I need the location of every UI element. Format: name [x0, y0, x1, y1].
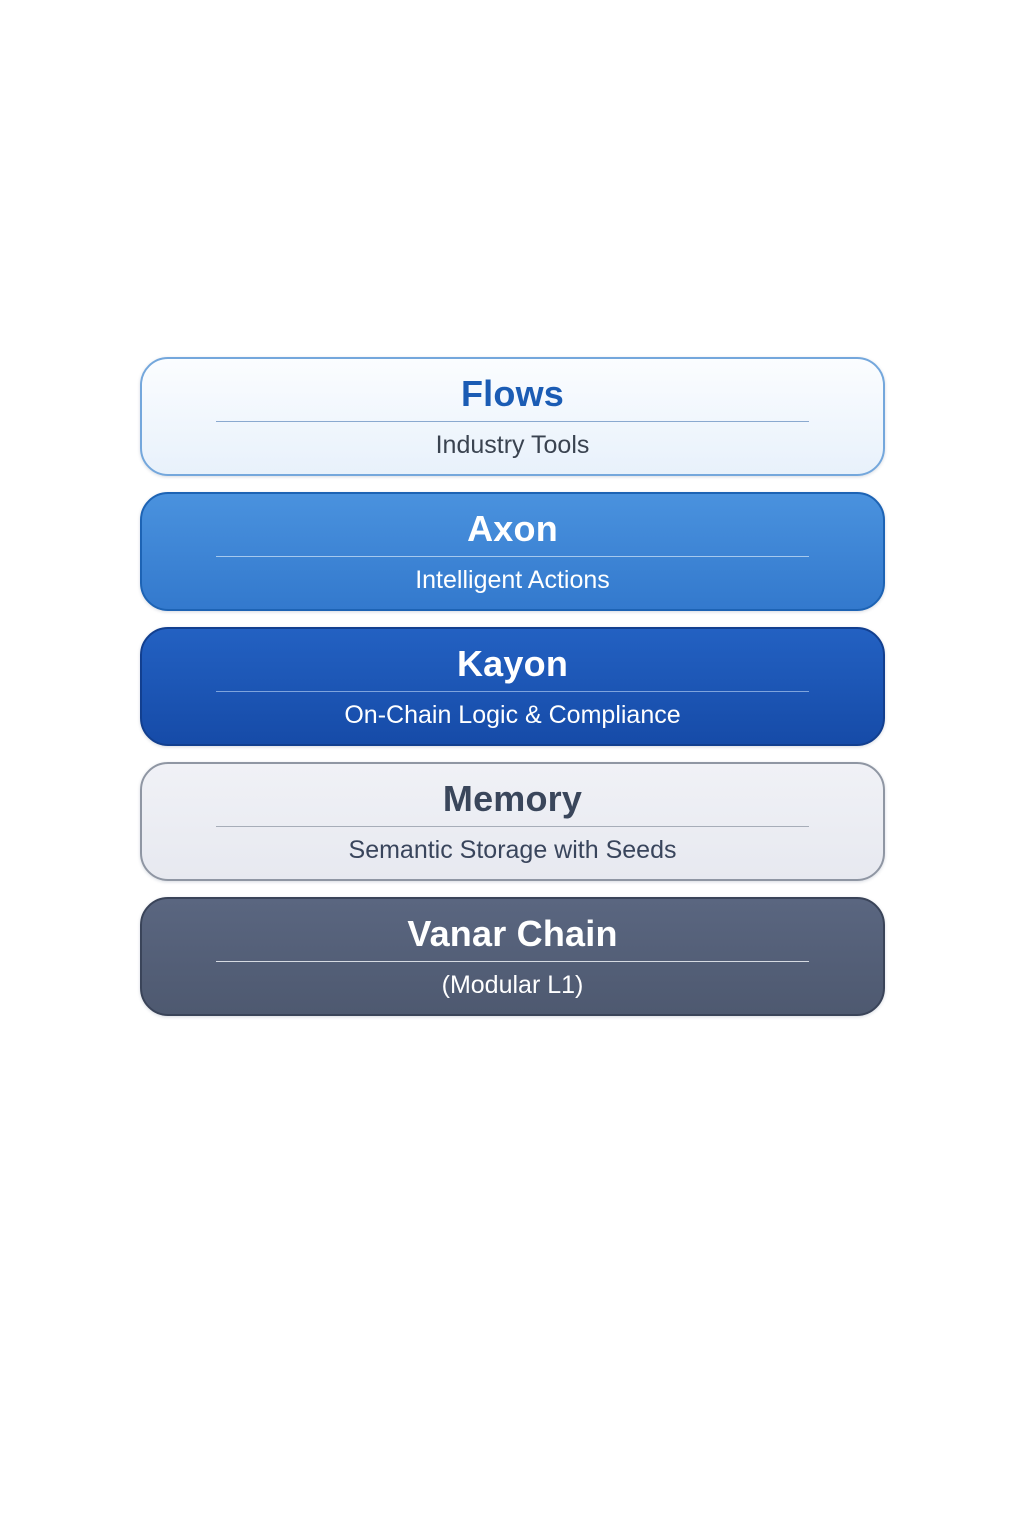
- layer-title: Axon: [467, 507, 558, 549]
- layer-subtitle: Semantic Storage with Seeds: [348, 836, 677, 865]
- layer-vanar-chain: Vanar Chain (Modular L1): [140, 897, 885, 1016]
- layer-kayon: Kayon On-Chain Logic & Compliance: [140, 627, 885, 746]
- layer-axon: Axon Intelligent Actions: [140, 492, 885, 611]
- layer-divider: [216, 556, 809, 558]
- layer-subtitle: Intelligent Actions: [415, 566, 610, 595]
- layer-subtitle: On-Chain Logic & Compliance: [344, 701, 681, 730]
- architecture-stack-diagram: Flows Industry Tools Axon Intelligent Ac…: [140, 357, 885, 1016]
- layer-title: Kayon: [456, 642, 569, 684]
- layer-subtitle: (Modular L1): [441, 971, 584, 1000]
- layer-divider: [216, 826, 809, 828]
- layer-divider: [216, 421, 809, 423]
- layer-flows: Flows Industry Tools: [140, 357, 885, 476]
- layer-title: Memory: [442, 777, 583, 819]
- layer-divider: [216, 961, 809, 963]
- layer-title: Vanar Chain: [407, 912, 618, 954]
- layer-title: Flows: [460, 372, 564, 414]
- layer-memory: Memory Semantic Storage with Seeds: [140, 762, 885, 881]
- layer-subtitle: Industry Tools: [435, 431, 590, 460]
- layer-divider: [216, 691, 809, 693]
